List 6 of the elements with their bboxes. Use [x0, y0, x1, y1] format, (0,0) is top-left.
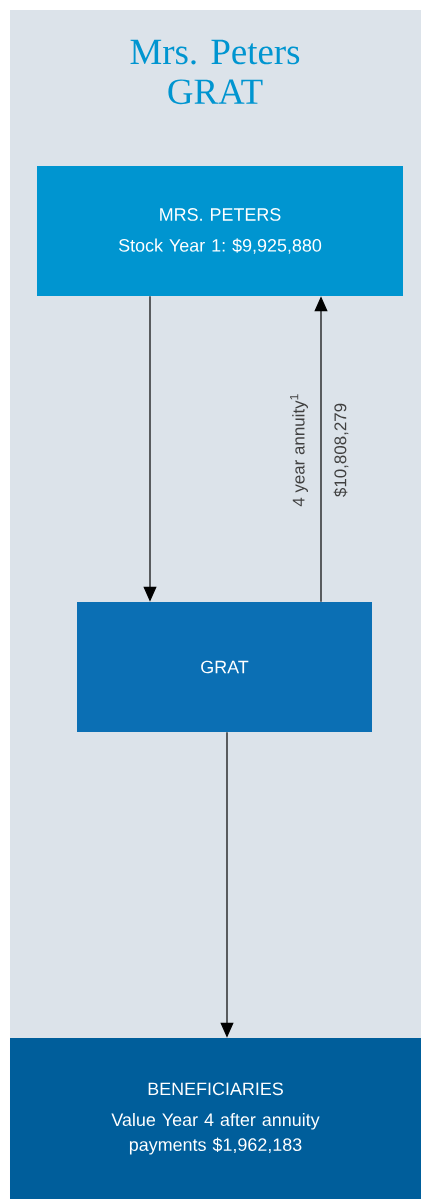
process-box: GRAT — [77, 602, 372, 732]
amount-label: $10,808,279 — [333, 403, 349, 497]
title: Mrs. Peters GRAT — [130, 39, 300, 105]
process-box: BENEFICIARIES Value Year 4 after annuity payments $1,962,183 — [10, 1038, 421, 1199]
process-box: MRS. PETERS Stock Year 1: $9,925,880 — [37, 166, 403, 296]
edge-label: 4 year annuity$^{1}$ — [290, 394, 308, 507]
